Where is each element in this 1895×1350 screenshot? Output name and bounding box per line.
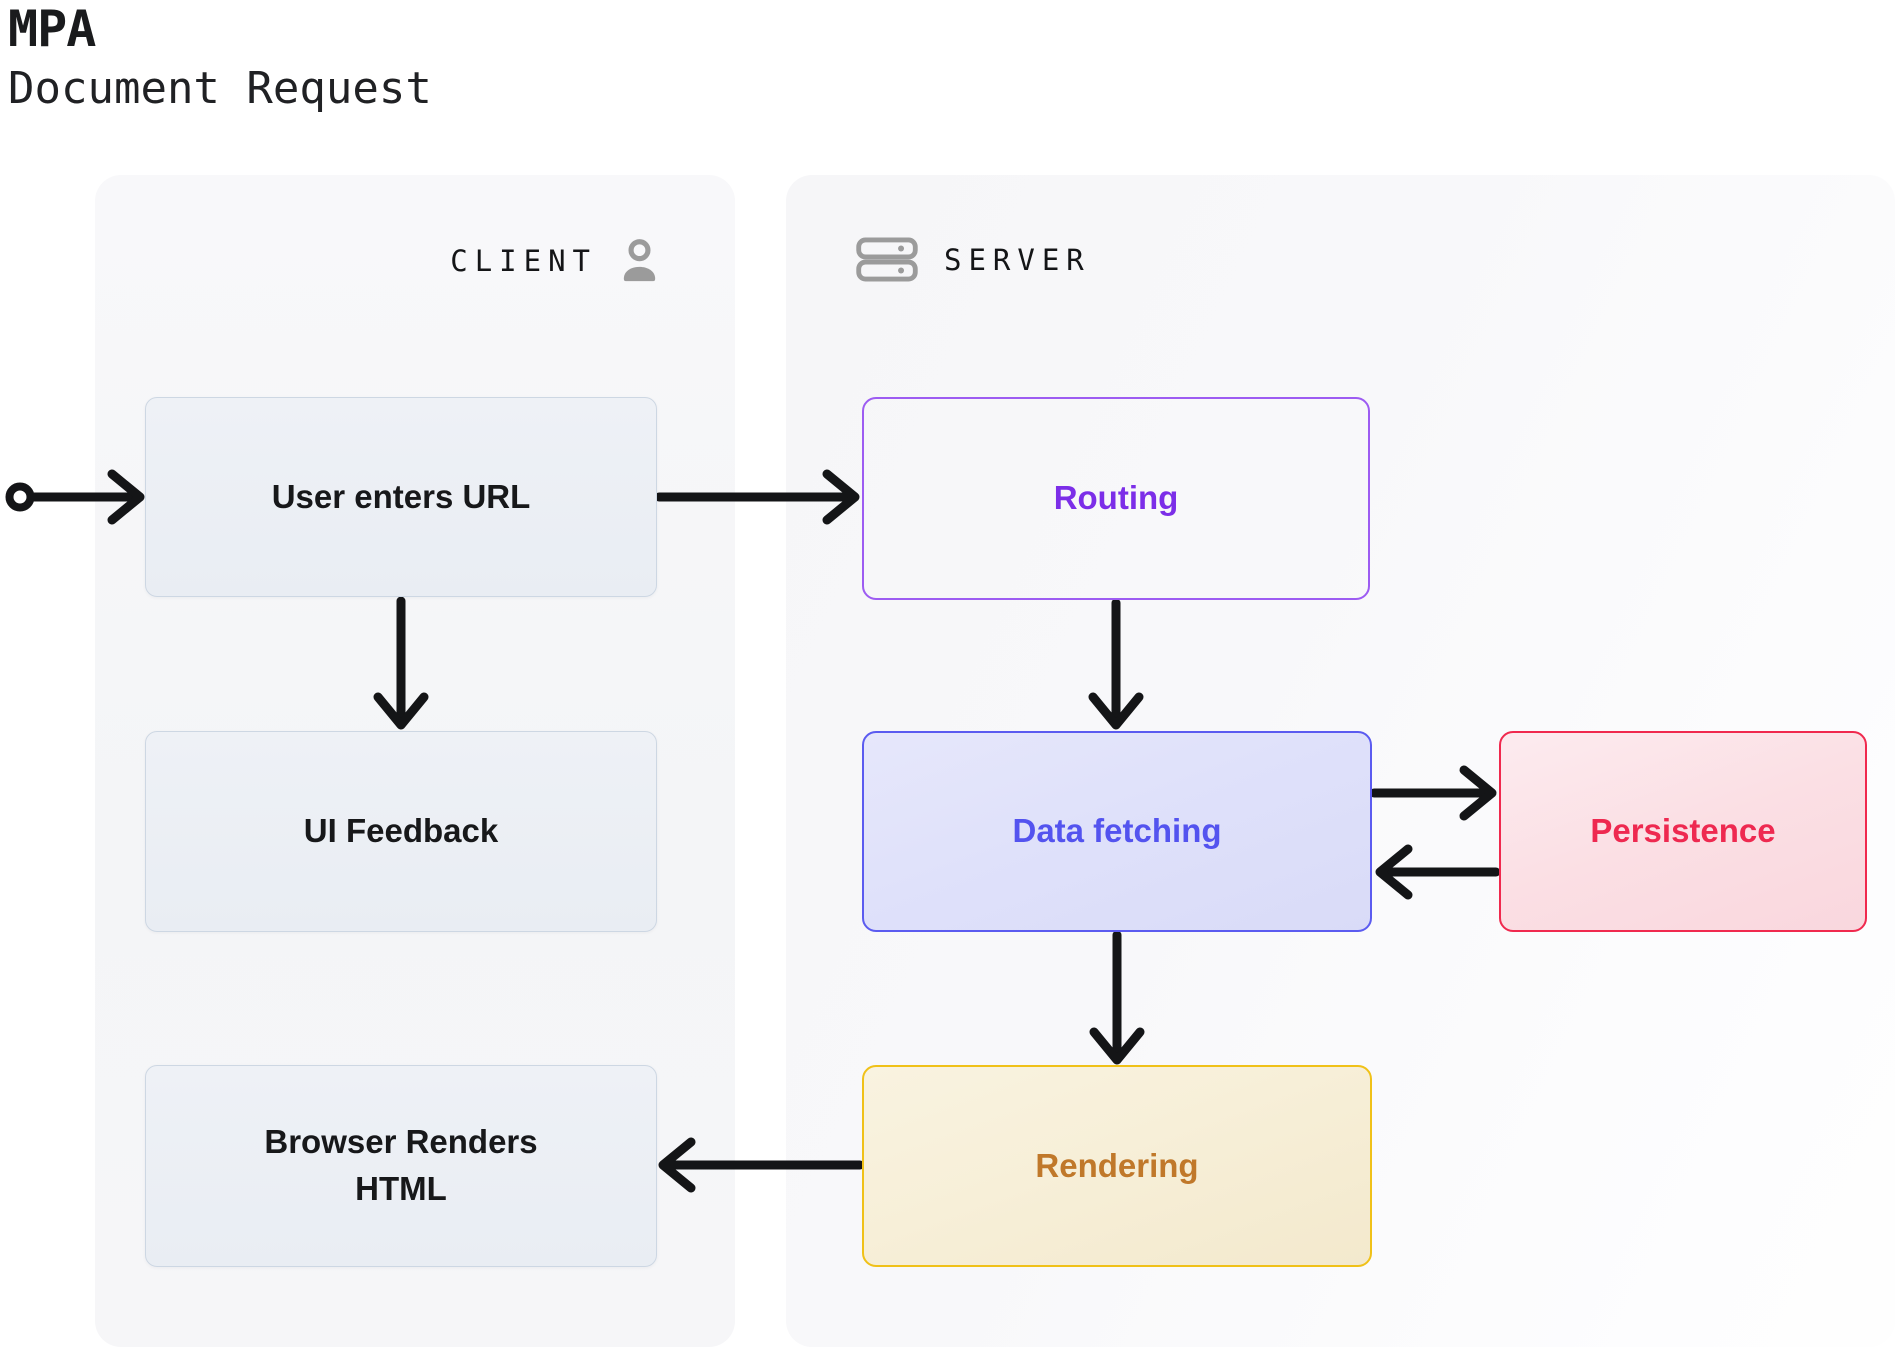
node-ui-feedback: UI Feedback <box>145 731 657 932</box>
server-icon <box>856 237 918 282</box>
node-data-fetching: Data fetching <box>862 731 1372 932</box>
node-label: Data fetching <box>1012 812 1222 850</box>
node-label: User enters URL <box>271 477 531 515</box>
diagram-subtitle: Document Request <box>8 63 432 114</box>
node-label: UI Feedback <box>303 812 499 850</box>
node-label: Persistence <box>1590 812 1776 850</box>
node-persistence: Persistence <box>1499 731 1867 932</box>
user-icon <box>623 239 656 282</box>
node-routing: Routing <box>862 397 1370 600</box>
server-panel-label: SERVER <box>944 242 1091 277</box>
client-panel-label: CLIENT <box>450 243 597 278</box>
node-browser-renders-html: Browser Renders HTML <box>145 1065 657 1267</box>
start-node <box>5 482 35 512</box>
client-panel-header: CLIENT <box>450 237 662 284</box>
title-block: MPA Document Request <box>8 0 432 115</box>
node-user-enters-url: User enters URL <box>145 397 657 597</box>
node-label: Routing <box>1053 479 1179 517</box>
node-label: Browser Renders HTML <box>264 1123 538 1207</box>
diagram-title: MPA <box>8 0 96 58</box>
node-rendering: Rendering <box>862 1065 1372 1267</box>
node-label: Rendering <box>1035 1146 1199 1184</box>
server-panel-header: SERVER <box>856 237 1091 282</box>
